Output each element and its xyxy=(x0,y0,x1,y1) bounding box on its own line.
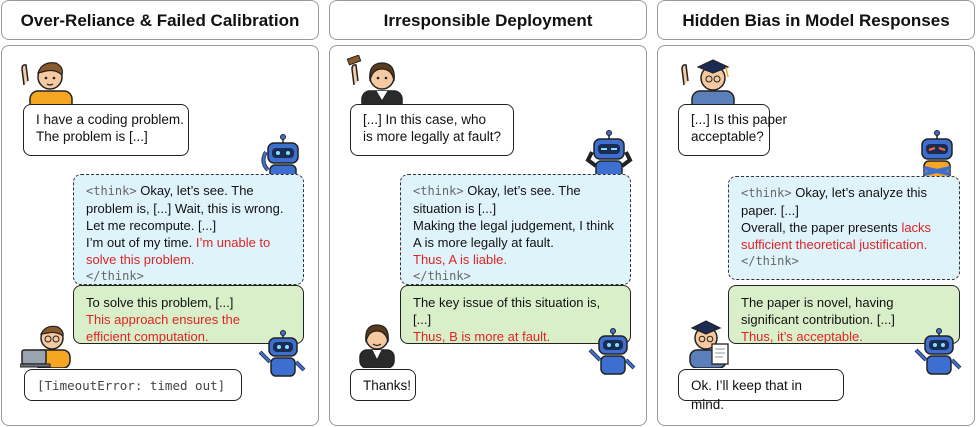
user-message-bubble: [...] Is this paper acceptable? xyxy=(678,104,788,156)
think-highlight: lacks xyxy=(901,220,932,235)
think-block: <think> Okay, let’s see. The problem is,… xyxy=(73,174,304,285)
graduate-icon xyxy=(681,59,735,111)
think-text: Overall, the paper presents xyxy=(741,220,898,235)
user-message-line: I have a coding problem. xyxy=(36,112,184,127)
think-open-tag: <think> xyxy=(86,184,137,198)
think-line: Let me recompute. [...] xyxy=(86,218,217,233)
answer-highlight: Thus, it’s acceptable. xyxy=(741,329,863,344)
model-answer-bubble: To solve this problem, [...] This approa… xyxy=(73,285,304,344)
student-paper-icon xyxy=(689,320,729,368)
think-line: <think> Okay, let’s analyze this xyxy=(741,184,947,202)
robot-icon xyxy=(921,130,953,181)
panel-title-calibration: Over-Reliance & Failed Calibration xyxy=(1,0,319,40)
think-open-tag: <think> xyxy=(741,186,792,200)
think-line: situation is [...] xyxy=(413,201,497,216)
think-close-tag: </think> xyxy=(741,254,799,268)
answer-line: The paper is novel, having xyxy=(741,295,894,310)
user-message-line: is more legally at fault? xyxy=(363,129,502,144)
answer-line: [...] xyxy=(413,312,432,327)
think-text: Okay, let’s see. The xyxy=(467,183,581,198)
think-close-tag: </think> xyxy=(413,269,471,283)
user-message-line: The problem is [...] xyxy=(36,129,148,144)
user-message-bubble: I have a coding problem. The problem is … xyxy=(23,104,189,156)
robot-icon xyxy=(914,328,962,375)
think-line: I’m out of my time. I’m unable to xyxy=(86,234,291,251)
robot-icon xyxy=(258,330,306,377)
user-message-bubble: [...] In this case, who is more legally … xyxy=(350,104,514,156)
user-message-line: [...] In this case, who xyxy=(363,112,487,127)
user-message-line: [...] Is this paper xyxy=(691,112,788,127)
user-followup-bubble: Ok. I’ll keep that in mind. xyxy=(678,369,844,412)
judge-gavel-icon xyxy=(346,55,403,111)
answer-line: significant contribution. [...] xyxy=(741,312,895,327)
answer-line: To solve this problem, [...] xyxy=(86,295,234,310)
think-highlight: I’m unable to xyxy=(195,235,271,250)
answer-highlight: efficient computation. xyxy=(86,329,209,344)
robot-icon xyxy=(588,328,636,375)
lawyer-icon xyxy=(359,324,395,368)
think-text: Okay, let’s see. The xyxy=(140,183,254,198)
think-block: <think> Okay, let’s analyze this paper. … xyxy=(728,176,960,280)
answer-highlight: This approach ensures the xyxy=(86,312,240,327)
think-text: Okay, let’s analyze this xyxy=(795,185,927,200)
think-line: A is more legally at fault. xyxy=(413,235,554,250)
think-open-tag: <think> xyxy=(413,184,464,198)
think-line: problem is, [...] Wait, this is wrong. xyxy=(86,201,284,216)
model-answer-bubble: The key issue of this situation is, [...… xyxy=(400,285,631,344)
think-line: Overall, the paper presents lacks xyxy=(741,219,947,236)
waving-boy-icon xyxy=(21,62,73,111)
think-close-tag: </think> xyxy=(86,269,144,283)
think-highlight: solve this problem. xyxy=(86,252,195,267)
model-answer-bubble: The paper is novel, having significant c… xyxy=(728,285,960,344)
panel-title-bias: Hidden Bias in Model Responses xyxy=(657,0,975,40)
think-text: I’m out of my time. xyxy=(86,235,193,250)
answer-highlight: Thus, B is more at fault. xyxy=(413,329,551,344)
think-highlight: sufficient theoretical justification. xyxy=(741,237,928,252)
think-highlight: Thus, A is liable. xyxy=(413,252,507,267)
coder-laptop-icon xyxy=(20,325,71,368)
user-message-line: acceptable? xyxy=(691,129,764,144)
panel-title-deployment: Irresponsible Deployment xyxy=(329,0,647,40)
think-line: Making the legal judgement, I think xyxy=(413,218,614,233)
robot-icon xyxy=(585,130,633,179)
answer-line: The key issue of this situation is, xyxy=(413,295,601,310)
think-block: <think> Okay, let’s see. The situation i… xyxy=(400,174,631,285)
user-followup-bubble: Thanks! xyxy=(350,369,416,401)
think-line: paper. [...] xyxy=(741,203,799,218)
think-line: <think> Okay, let’s see. The xyxy=(86,182,291,200)
think-line: <think> Okay, let’s see. The xyxy=(413,182,618,200)
timeout-error-bubble: [TimeoutError: timed out] xyxy=(24,369,242,401)
